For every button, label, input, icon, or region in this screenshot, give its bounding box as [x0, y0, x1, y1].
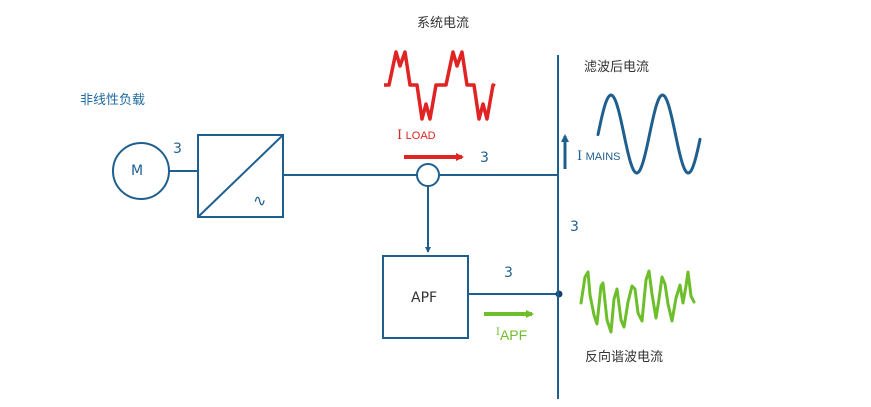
- load-phase-count: 3: [480, 150, 489, 166]
- filtered-current-label: 滤波后电流: [584, 60, 650, 75]
- ac-symbol-icon: ∿: [253, 191, 267, 210]
- system-current-label: 系统电流: [417, 16, 470, 31]
- apf-label: APF: [411, 290, 438, 306]
- current-transformer-icon: [416, 163, 440, 187]
- load-current-label: I LOAD: [397, 129, 436, 142]
- current-subscript: LOAD: [405, 130, 436, 142]
- apf-box: [382, 255, 469, 339]
- bus-phase-count: 3: [570, 219, 579, 235]
- motor-label: M: [131, 163, 144, 179]
- mains-current-waveform: [596, 93, 702, 175]
- current-subscript: MAINS: [585, 151, 621, 163]
- current-subscript: APF: [499, 327, 528, 343]
- current-symbol: I: [496, 327, 500, 338]
- mains-current-label: I MAINS: [577, 150, 620, 163]
- load-current-waveform: [384, 50, 496, 121]
- motor-phase-count: 3: [173, 141, 182, 157]
- apf-phase-count: 3: [504, 265, 513, 281]
- apf-current-label: IAPF: [496, 328, 527, 343]
- current-symbol: I: [397, 128, 403, 143]
- current-symbol: I: [577, 149, 583, 164]
- nonlinear-load-label: 非线性负载: [80, 93, 146, 108]
- reverse-harmonic-current-label: 反向谐波电流: [585, 350, 664, 365]
- converter-diagonal: [197, 134, 284, 218]
- apf-current-waveform: [579, 269, 696, 334]
